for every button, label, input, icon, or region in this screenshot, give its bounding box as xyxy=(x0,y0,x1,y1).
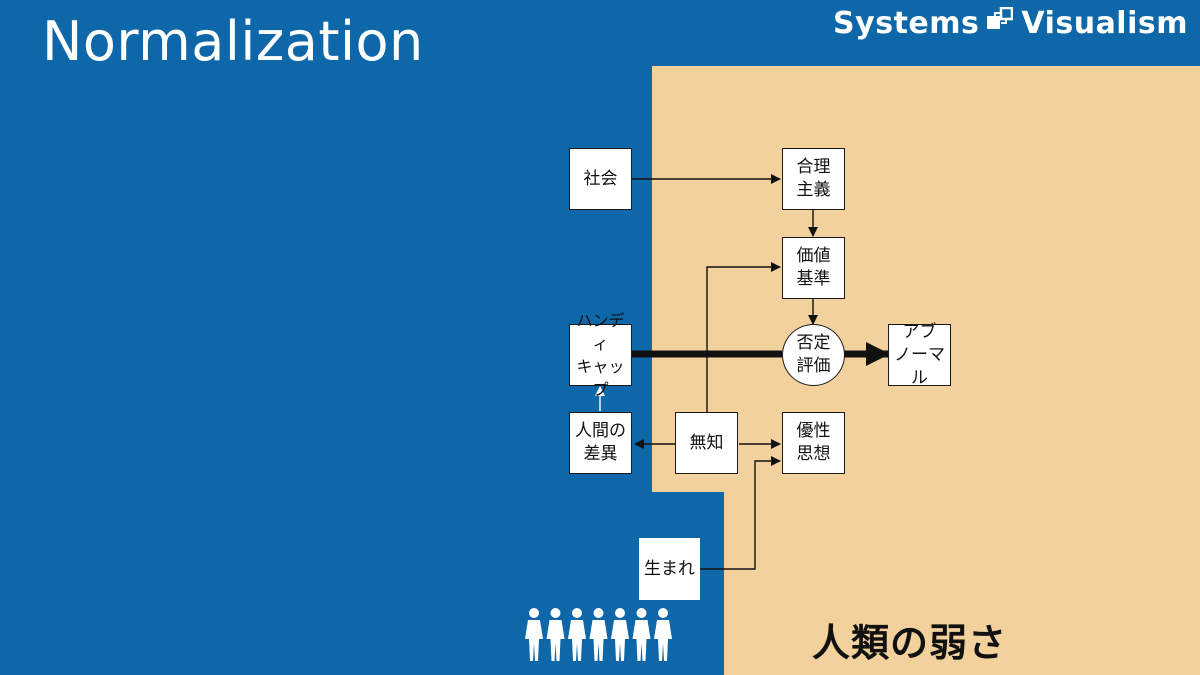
region-label-weakness: 人類の弱さ xyxy=(812,621,1008,665)
brand-left-text: Systems xyxy=(833,6,980,41)
edge-ignorance-value xyxy=(706,262,781,412)
node-ignorance: 無知 xyxy=(675,412,738,474)
people-group-icon xyxy=(525,608,672,661)
node-rationalism: 合理 主義 xyxy=(782,148,845,210)
node-abnormal: アブ ノーマル xyxy=(888,322,951,388)
brand-right-text: Visualism xyxy=(1021,6,1188,41)
node-handicap: ハンディ キャップ xyxy=(569,311,632,399)
node-society: 社会 xyxy=(569,148,632,210)
node-value-standard: 価値 基準 xyxy=(782,237,845,299)
node-human-difference: 人間の 差異 xyxy=(569,412,632,474)
node-eugenics: 優性 思想 xyxy=(782,412,845,474)
page-title: Normalization xyxy=(42,10,424,73)
edge-birth-eugenics xyxy=(700,456,781,570)
systems-visualism-logo-icon xyxy=(987,6,1014,41)
brand: Systems Visualism xyxy=(833,6,1188,41)
node-negative-evaluation: 否定 評価 xyxy=(782,324,845,386)
node-birth: 生まれ xyxy=(639,538,700,600)
